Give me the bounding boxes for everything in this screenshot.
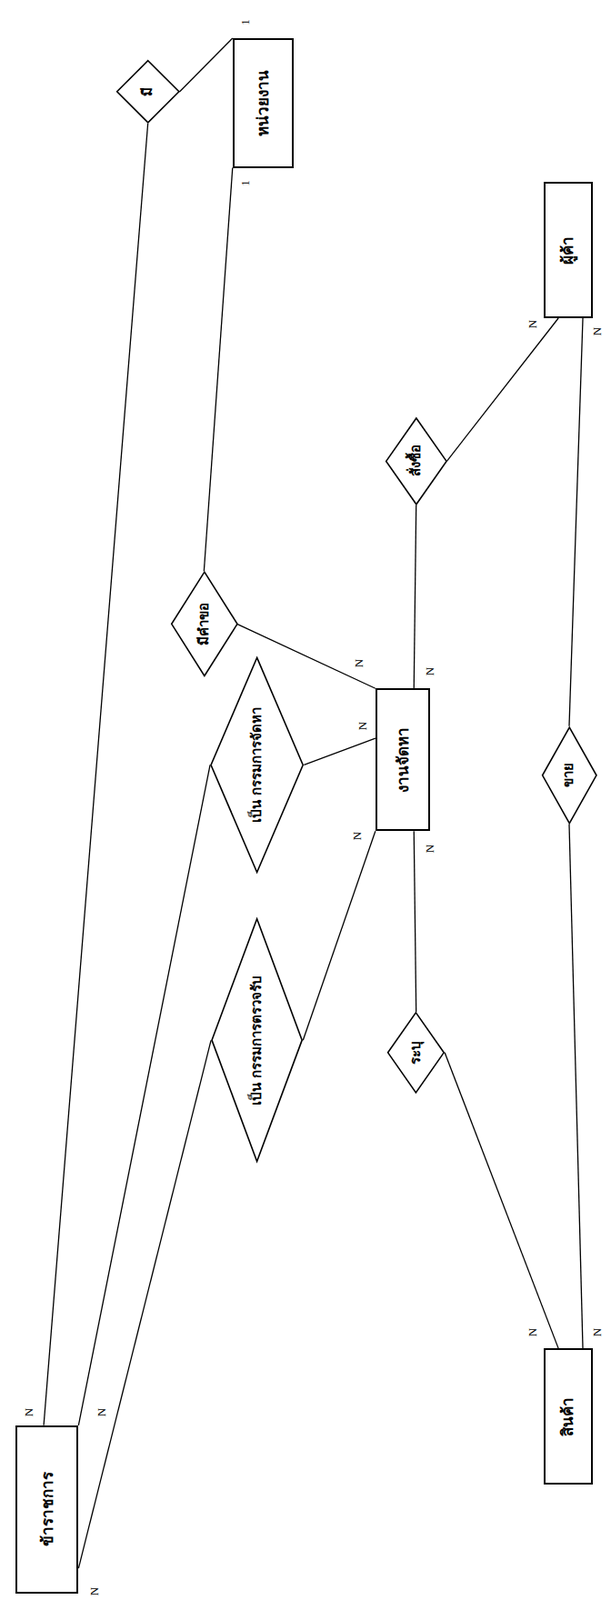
relationship-line [569,823,583,1349]
relationship-line [43,123,149,1426]
cardinality-label: N [526,1326,539,1337]
relationship-line [78,1040,211,1569]
entity-box: สินค้า [543,1348,593,1485]
cardinality-label: 1 [239,180,251,189]
relationship-line [43,123,149,1426]
relationship-diamond: มี [116,60,181,124]
relationship-name: เป็น กรรมการตรวจรับ [248,975,267,1106]
diamond-outline [541,727,596,824]
relationship-line [413,831,416,1012]
relationship-line [413,831,416,1012]
relationship-diamond: มีคำขอ [170,570,239,678]
relationship-line [569,318,583,727]
cardinality-label: N [423,665,436,676]
cardinality-label: N [88,1585,101,1596]
relationship-line [413,504,416,689]
cardinality-label: N [352,658,365,669]
relationship-line [179,38,232,92]
relationship-line [444,1052,559,1349]
relationship-line [203,168,232,572]
relationship-line [303,738,376,765]
cardinality-label: N [423,843,436,854]
relationship-diamond: เป็น กรรมการตรวจรับ [210,916,303,1164]
relationship-line [179,38,232,92]
relationship-line [303,738,376,765]
diamond-outline [386,418,447,505]
relationship-line [569,318,583,727]
relationship-line [302,831,376,1041]
relationship-line [569,823,583,1349]
diamond-outline [117,60,180,123]
relationship-name: ขาย [560,762,579,788]
entity-name: สินค้า [558,1397,579,1437]
relationship-line [78,1040,211,1569]
diamond-outline [210,657,303,872]
relationship-line [413,504,416,689]
entity-box: ผู้ค้า [543,181,593,319]
relationship-name: มีคำขอ [195,602,214,646]
cardinality-label: 1 [239,18,251,27]
diamond-outline [170,571,237,676]
relationship-diamond: เป็น กรรมการจัดหา [210,655,304,875]
relationship-line [78,764,211,1425]
diamond-outline [211,919,302,1162]
relationship-line [444,1052,559,1349]
relationship-diamond: สั่งซื้อ [385,417,448,506]
relationship-name: มี [139,87,158,97]
relationship-line [203,168,232,572]
cardinality-label: N [356,721,369,732]
relationship-diamond: ระบุ [387,1011,445,1094]
entity-box: งานจัดหา [375,688,431,832]
relationship-line [447,318,560,461]
cardinality-label: N [590,326,603,337]
diamond-outline [388,1012,445,1093]
relationship-diamond: ขาย [541,726,598,825]
entity-box: ข้าราชการ [15,1425,80,1594]
entity-name: งานจัดหา [392,727,413,793]
cardinality-label: N [350,831,363,842]
cardinality-label: N [590,1326,603,1337]
cardinality-label: N [22,1407,35,1418]
relationship-line [447,318,560,461]
cardinality-label: N [526,319,539,330]
entity-box: หน่วยงาน [232,38,294,168]
cardinality-label: N [96,1407,109,1418]
entity-name: ข้าราชการ [37,1472,58,1547]
entity-name: ผู้ค้า [558,235,579,264]
relationship-line [78,764,211,1425]
entity-name: หน่วยงาน [252,70,273,137]
relationship-name: ระบุ [407,1041,426,1065]
relationship-name: เป็น กรรมการจัดหา [248,707,267,823]
relationship-name: สั่งซื้อ [407,445,426,478]
relationship-line [302,831,376,1041]
